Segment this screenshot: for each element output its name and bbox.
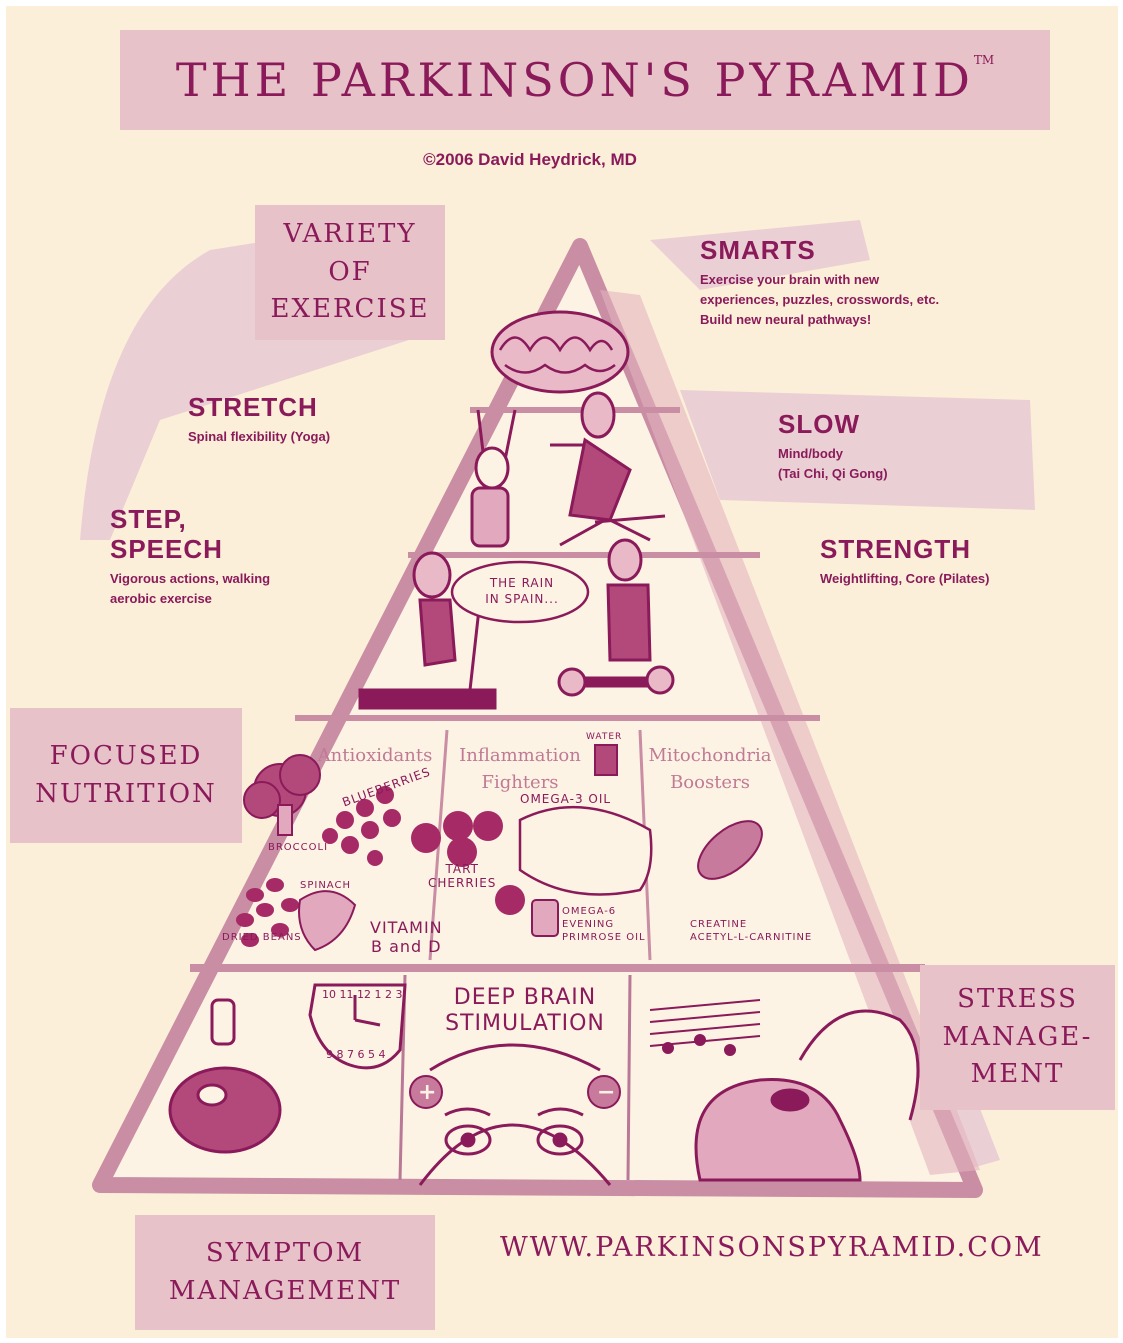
vitamin-label: VITAMIN B and D <box>370 918 443 956</box>
clock-number: 3 <box>396 988 403 1001</box>
clock-number: 9 <box>326 1048 333 1061</box>
dbs-line-1: DEEP BRAIN <box>440 985 610 1011</box>
stress-label-line-1: STRESS <box>957 981 1078 1019</box>
omega6-line-2: EVENING <box>562 918 646 931</box>
smarts-heading: SMARTS <box>700 236 1030 266</box>
clock-number: 7 <box>347 1048 354 1061</box>
clock-number: 5 <box>368 1048 375 1061</box>
tart-line-2: CHERRIES <box>428 876 496 890</box>
dried-beans-label: DRIED BEANS <box>222 932 302 943</box>
plus-sign: + <box>418 1080 437 1105</box>
slow-heading: SLOW <box>778 410 978 440</box>
mitochondria-line-1: Mitochondria <box>645 742 775 769</box>
speech-bubble-text: THE RAIN IN SPAIN... <box>462 576 582 607</box>
strength-line-1: Weightlifting, Core (Pilates) <box>820 569 1060 589</box>
strength-heading: STRENGTH <box>820 535 1060 565</box>
broccoli-label: BROCCOLI <box>268 842 328 853</box>
step-line-1: Vigorous actions, walking <box>110 569 340 589</box>
dbs-label: DEEP BRAIN STIMULATION <box>440 985 610 1038</box>
strength-annotation: STRENGTH Weightlifting, Core (Pilates) <box>820 535 1060 589</box>
website-link[interactable]: WWW.PARKINSONSPYRAMID.COM <box>500 1232 1110 1263</box>
tart-cherries-label: TART CHERRIES <box>428 862 496 890</box>
stress-label-line-2: MANAGE- <box>943 1019 1093 1057</box>
smarts-line-1: Exercise your brain with new <box>700 270 1030 290</box>
stretch-heading: STRETCH <box>188 393 408 423</box>
variety-exercise-label: VARIETY OF EXERCISE <box>255 205 445 340</box>
exercise-label-line-3: EXERCISE <box>271 291 430 329</box>
slow-annotation: SLOW Mind/body (Tai Chi, Qi Gong) <box>778 410 978 484</box>
speech-line-1: THE RAIN <box>462 576 582 592</box>
smarts-line-2: experiences, puzzles, crosswords, etc. <box>700 290 1030 310</box>
clock-number: 1 <box>375 988 382 1001</box>
stretch-line-1: Spinal flexibility (Yoga) <box>188 427 408 447</box>
dbs-line-2: STIMULATION <box>440 1011 610 1037</box>
symptom-label-line-2: MANAGEMENT <box>169 1273 401 1311</box>
speech-line-2: IN SPAIN... <box>462 592 582 608</box>
step-heading-line-2: SPEECH <box>110 535 340 565</box>
clock-number: 6 <box>358 1048 365 1061</box>
creatine-line-1: CREATINE <box>690 918 812 931</box>
stress-management-label: STRESS MANAGE- MENT <box>920 965 1115 1110</box>
symptom-divider-2 <box>628 975 630 1180</box>
focused-nutrition-label: FOCUSED NUTRITION <box>10 708 242 843</box>
smarts-line-3: Build new neural pathways! <box>700 310 1030 330</box>
inflammation-fighters-label: Inflammation Fighters <box>455 742 585 796</box>
slow-line-1: Mind/body <box>778 444 978 464</box>
stress-label-line-3: MENT <box>971 1056 1065 1094</box>
exercise-label-line-1: VARIETY <box>283 216 416 254</box>
step-speech-annotation: STEP, SPEECH Vigorous actions, walking a… <box>110 505 340 609</box>
clock-number: 12 <box>357 988 371 1001</box>
omega6-label: OMEGA-6 EVENING PRIMROSE OIL <box>562 905 646 944</box>
nutrition-label-line-2: NUTRITION <box>35 776 217 814</box>
creatine-label: CREATINE ACETYL-L-CARNITINE <box>690 918 812 944</box>
clock-numbers-top: 10 11 12 1 2 3 <box>322 988 403 1001</box>
vitamin-line-2: B and D <box>370 937 443 956</box>
smarts-annotation: SMARTS Exercise your brain with new expe… <box>700 236 1030 330</box>
inflammation-line-1: Inflammation <box>455 742 585 769</box>
smarts-description: Exercise your brain with new experiences… <box>700 270 1030 330</box>
step-line-2: aerobic exercise <box>110 589 340 609</box>
symptom-label-line-1: SYMPTOM <box>206 1235 364 1273</box>
step-heading-line-1: STEP, <box>110 505 340 535</box>
exercise-label-line-2: OF <box>328 254 371 292</box>
antioxidants-label: Antioxidants <box>310 742 440 769</box>
omega6-line-3: PRIMROSE OIL <box>562 931 646 944</box>
tart-line-1: TART <box>428 862 496 876</box>
omega6-line-1: OMEGA-6 <box>562 905 646 918</box>
omega3-label: OMEGA-3 OIL <box>520 792 611 806</box>
clock-number: 8 <box>337 1048 344 1061</box>
spinach-label: SPINACH <box>300 880 351 891</box>
clock-number: 11 <box>340 988 354 1001</box>
symptom-management-label: SYMPTOM MANAGEMENT <box>135 1215 435 1330</box>
slow-line-2: (Tai Chi, Qi Gong) <box>778 464 978 484</box>
slow-description: Mind/body (Tai Chi, Qi Gong) <box>778 444 978 484</box>
mitochondria-boosters-label: Mitochondria Boosters <box>645 742 775 796</box>
clock-number: 2 <box>385 988 392 1001</box>
clock-numbers: 9 8 7 6 5 4 <box>326 1048 386 1061</box>
creatine-line-2: ACETYL-L-CARNITINE <box>690 931 812 944</box>
minus-sign: − <box>597 1080 616 1105</box>
mitochondria-line-2: Boosters <box>645 769 775 796</box>
water-label: WATER <box>586 732 622 742</box>
clock-number: 10 <box>322 988 336 1001</box>
fish-drawing <box>520 807 651 894</box>
step-description: Vigorous actions, walking aerobic exerci… <box>110 569 340 609</box>
clock-number: 4 <box>379 1048 386 1061</box>
oil-jar <box>532 900 558 936</box>
water-glass <box>595 745 617 775</box>
nutrition-label-line-1: FOCUSED <box>50 738 203 776</box>
vitamin-line-1: VITAMIN <box>370 918 443 937</box>
stretch-annotation: STRETCH Spinal flexibility (Yoga) <box>188 393 408 447</box>
